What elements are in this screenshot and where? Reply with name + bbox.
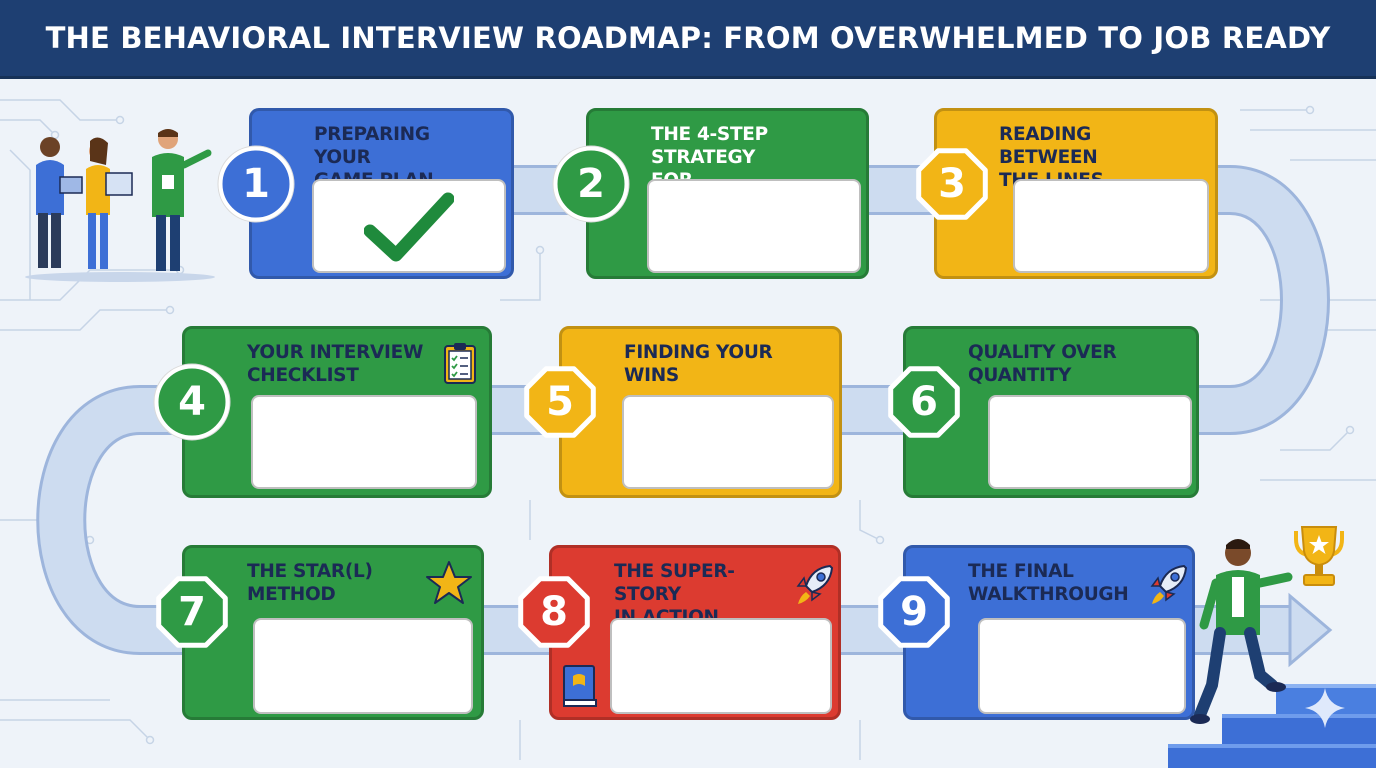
header-bar: THE BEHAVIORAL INTERVIEW ROADMAP: FROM O… <box>0 0 1376 79</box>
step-card-2: THE 4-STEP STRATEGYFOR CONFIDENCE <box>586 108 869 279</box>
step-title-line: READING BETWEEN <box>999 124 1098 168</box>
step-title-line: FINDING YOUR <box>624 342 773 363</box>
check-icon <box>364 191 454 263</box>
step-content-panel <box>978 618 1186 714</box>
circuit-line <box>0 269 180 301</box>
circuit-line <box>0 719 151 741</box>
step-number: 9 <box>900 589 928 635</box>
step-title: THE STAR(L)METHOD <box>247 560 441 606</box>
circuit-node <box>165 305 175 315</box>
step-number: 4 <box>178 379 206 425</box>
star-icon <box>425 560 473 606</box>
step-number-badge-4: 4 <box>152 362 232 442</box>
circuit-line <box>1280 429 1351 451</box>
step-card-8: THE SUPER-STORYIN ACTION <box>549 545 841 720</box>
circuit-line <box>9 149 31 300</box>
page-title: THE BEHAVIORAL INTERVIEW ROADMAP: FROM O… <box>45 21 1331 55</box>
circuit-node <box>1345 425 1355 435</box>
step-number-badge-6: 6 <box>884 362 964 442</box>
step-title-line: THE STAR(L) <box>247 561 373 582</box>
circuit-node <box>875 535 885 545</box>
step-number-badge-8: 8 <box>514 572 594 652</box>
circuit-line <box>0 99 120 121</box>
step-content-panel <box>610 618 832 714</box>
step-number: 5 <box>546 379 574 425</box>
step-number-badge-3: 3 <box>912 144 992 224</box>
circuit-line <box>0 119 56 136</box>
step-title-line: QUALITY OVER <box>968 342 1117 363</box>
step-number-badge-5: 5 <box>520 362 600 442</box>
step-number: 2 <box>577 161 605 207</box>
stairs <box>1168 684 1376 768</box>
trophy-icon <box>1288 525 1350 591</box>
team-illustration <box>20 125 220 285</box>
step-number: 7 <box>178 589 206 635</box>
step-title-line: THE SUPER-STORY <box>614 561 735 605</box>
step-content-panel <box>251 395 477 489</box>
step-content-panel <box>1013 179 1209 273</box>
climber-illustration <box>1190 535 1300 730</box>
step-content-panel <box>312 179 506 273</box>
step-title-line: YOUR INTERVIEW <box>247 342 424 363</box>
step-content-panel <box>988 395 1192 489</box>
step-title-line: THE 4-STEP STRATEGY <box>651 124 768 168</box>
step-title-line: THE FINAL <box>968 561 1074 582</box>
step-number: 8 <box>540 589 568 635</box>
step-number-badge-2: 2 <box>551 144 631 224</box>
book-icon <box>561 664 599 708</box>
step-title-line: WINS <box>624 365 679 386</box>
step-number: 6 <box>910 379 938 425</box>
circuit-node <box>145 735 155 745</box>
sparkle-icon <box>1303 686 1347 730</box>
circuit-line <box>500 250 541 301</box>
step-content-panel <box>622 395 834 489</box>
step-card-7: THE STAR(L)METHOD <box>182 545 484 720</box>
step-title-line: QUANTITY <box>968 365 1072 386</box>
circuit-node <box>1305 105 1315 115</box>
step-number-badge-9: 9 <box>874 572 954 652</box>
circuit-node <box>115 115 125 125</box>
step-title-line: CHECKLIST <box>247 365 359 386</box>
rocket-icon <box>792 562 836 608</box>
step-title-line: WALKTHROUGH <box>968 584 1129 605</box>
step-number-badge-7: 7 <box>152 572 232 652</box>
circuit-node <box>535 245 545 255</box>
step-title-line: METHOD <box>247 584 336 605</box>
road-arrow-head <box>1288 592 1333 668</box>
step-number-badge-1: 1 <box>216 144 296 224</box>
step-number: 3 <box>938 161 966 207</box>
step-content-panel <box>647 179 861 273</box>
rocket-icon <box>1146 562 1190 608</box>
circuit-line <box>0 309 170 331</box>
step-content-panel <box>253 618 473 714</box>
circuit-decoration <box>0 99 1376 760</box>
step-title-line: PREPARING YOUR <box>314 124 430 168</box>
clipboard-icon <box>443 341 477 385</box>
step-number: 1 <box>242 161 270 207</box>
circuit-line <box>859 500 881 541</box>
